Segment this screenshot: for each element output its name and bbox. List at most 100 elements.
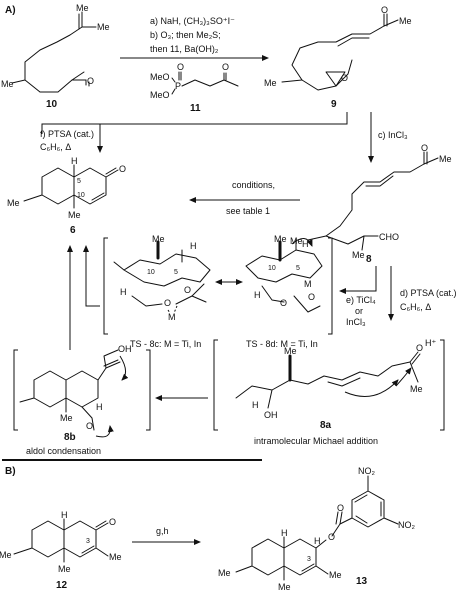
compound-8b-structure: OH Me O H [19, 344, 132, 438]
meo-11-a: MeO [150, 72, 170, 82]
me-8b: Me [60, 413, 73, 423]
me-12-c: Me [0, 550, 12, 560]
num-3-12: 3 [86, 538, 90, 545]
h-ts8d-b: H [254, 290, 261, 300]
me-8-c: Me [352, 250, 365, 260]
o-ts8d-b: O [308, 292, 315, 302]
me-9-b: Me [264, 78, 277, 88]
h-8a: H [252, 400, 259, 410]
conditions-label-1: conditions, [232, 180, 275, 190]
compound-11-structure: MeO MeO P O O [150, 62, 239, 100]
me-8-a: Me [439, 154, 452, 164]
me-8a-a: Me [284, 346, 297, 356]
compound-8-structure: O Me CHO Me Me [290, 143, 452, 260]
o-8a: O [416, 343, 423, 353]
me-12-b: Me [58, 564, 71, 574]
meo-11-b: MeO [150, 90, 170, 100]
compound-label-8b: 8b [64, 432, 76, 443]
oh-8a: OH [264, 410, 278, 420]
ts-bracket-right [328, 237, 333, 335]
num-10-ts8d: 10 [268, 265, 276, 272]
no2-13-a: NO₂ [358, 466, 376, 476]
m-ts8c: M [168, 312, 176, 322]
h-12: H [61, 510, 68, 520]
reagent-b: b) O₃; then Me₂S; [150, 30, 221, 40]
o-6: O [119, 164, 126, 174]
compound-10-structure: Me Me Me O [1, 3, 110, 93]
oh-8b: OH [118, 344, 132, 354]
compound-12-structure: O H 3 Me Me Me [0, 510, 122, 574]
compound-label-13: 13 [356, 576, 368, 587]
atom-num-5: 5 [77, 178, 81, 185]
o-13-ester: O [328, 532, 335, 542]
h-13-b: H [314, 536, 321, 546]
section-b-label: B) [5, 466, 16, 477]
o-ts8d-a: O [280, 298, 287, 308]
me-6-a: Me [68, 210, 81, 220]
me-12-a: Me [109, 552, 122, 562]
me-ts8c: Me [152, 234, 165, 244]
o-11-p: O [177, 62, 184, 72]
num-5-ts8c: 5 [174, 269, 178, 276]
compound-label-11: 11 [190, 103, 201, 114]
num-5-ts8d: 5 [296, 265, 300, 272]
o-13-carbonyl: O [337, 503, 344, 513]
ts-8c-structure: Me H 5 10 H O O M [113, 234, 211, 322]
bracket-8a-right [440, 339, 445, 431]
arrow-ts-to-6 [83, 245, 100, 307]
h-ts8d-a: H [302, 239, 309, 249]
compound-label-12: 12 [56, 580, 68, 591]
reagent-e-1: e) TiCl₄ [346, 295, 376, 305]
caption-michael: intramolecular Michael addition [254, 436, 378, 446]
me-10-c: Me [1, 79, 14, 89]
compound-8a-structure: Me H OH O H⁺ Me [235, 338, 436, 420]
o-ts8c-b: O [184, 285, 191, 295]
compound-13-structure: O O NO₂ NO₂ H H 3 Me Me Me [218, 466, 416, 592]
reagent-d-1: d) PTSA (cat.) [400, 288, 457, 298]
caption-aldol: aldol condensation [26, 446, 101, 456]
num-10-ts8c: 10 [147, 269, 155, 276]
ts-8d-label: TS - 8d: M = Ti, In [246, 339, 318, 349]
p-11: P [175, 81, 181, 91]
o-10: O [87, 76, 94, 86]
me-6-b: Me [7, 198, 20, 208]
num-3-13: 3 [307, 556, 311, 563]
ts-8c-label: TS - 8c: M = Ti, In [130, 339, 201, 349]
o-ts8c-a: O [164, 298, 171, 308]
h-plus-8a: H⁺ [425, 338, 436, 348]
compound-label-8a: 8a [320, 420, 332, 431]
o-12: O [109, 517, 116, 527]
h-13-a: H [281, 528, 288, 538]
me-13-c: Me [218, 568, 231, 578]
o-8b: O [86, 421, 93, 431]
reagent-e-3: InCl₃ [346, 317, 366, 327]
compound-label-8: 8 [366, 254, 372, 265]
bracket-8a-left [213, 339, 218, 431]
reagent-c: c) InCl₃ [378, 130, 408, 140]
bracket-line-f [41, 112, 348, 134]
ts-bracket-left [103, 237, 108, 335]
o-11-c: O [222, 62, 229, 72]
compound-label-10: 10 [46, 99, 58, 110]
compound-label-6: 6 [70, 225, 76, 236]
h-6: H [71, 156, 78, 166]
reagent-f-2: C₆H₆, Δ [40, 142, 71, 152]
section-a-label: A) [5, 5, 16, 16]
reagent-d-2: C₆H₆, Δ [400, 302, 431, 312]
me-13-a: Me [329, 570, 342, 580]
bracket-8b-left [13, 349, 18, 431]
atom-num-10: 10 [77, 192, 85, 199]
compound-6-structure: O H 5 10 Me Me [7, 156, 126, 220]
no2-13-b: NO₂ [398, 520, 416, 530]
me-10-b: Me [76, 3, 89, 13]
compound-label-9: 9 [331, 99, 337, 110]
conditions-label-2: see table 1 [226, 206, 270, 216]
o-8: O [421, 143, 428, 153]
h-ts8c-a: H [190, 241, 197, 251]
reagent-e-2: or [355, 306, 363, 316]
o-9-ketone: O [381, 5, 388, 15]
reagent-a: a) NaH, (CH₃)₃SO⁺I⁻ [150, 16, 235, 26]
bracket-8b-right [146, 349, 151, 431]
m-ts8d: M [304, 279, 312, 289]
